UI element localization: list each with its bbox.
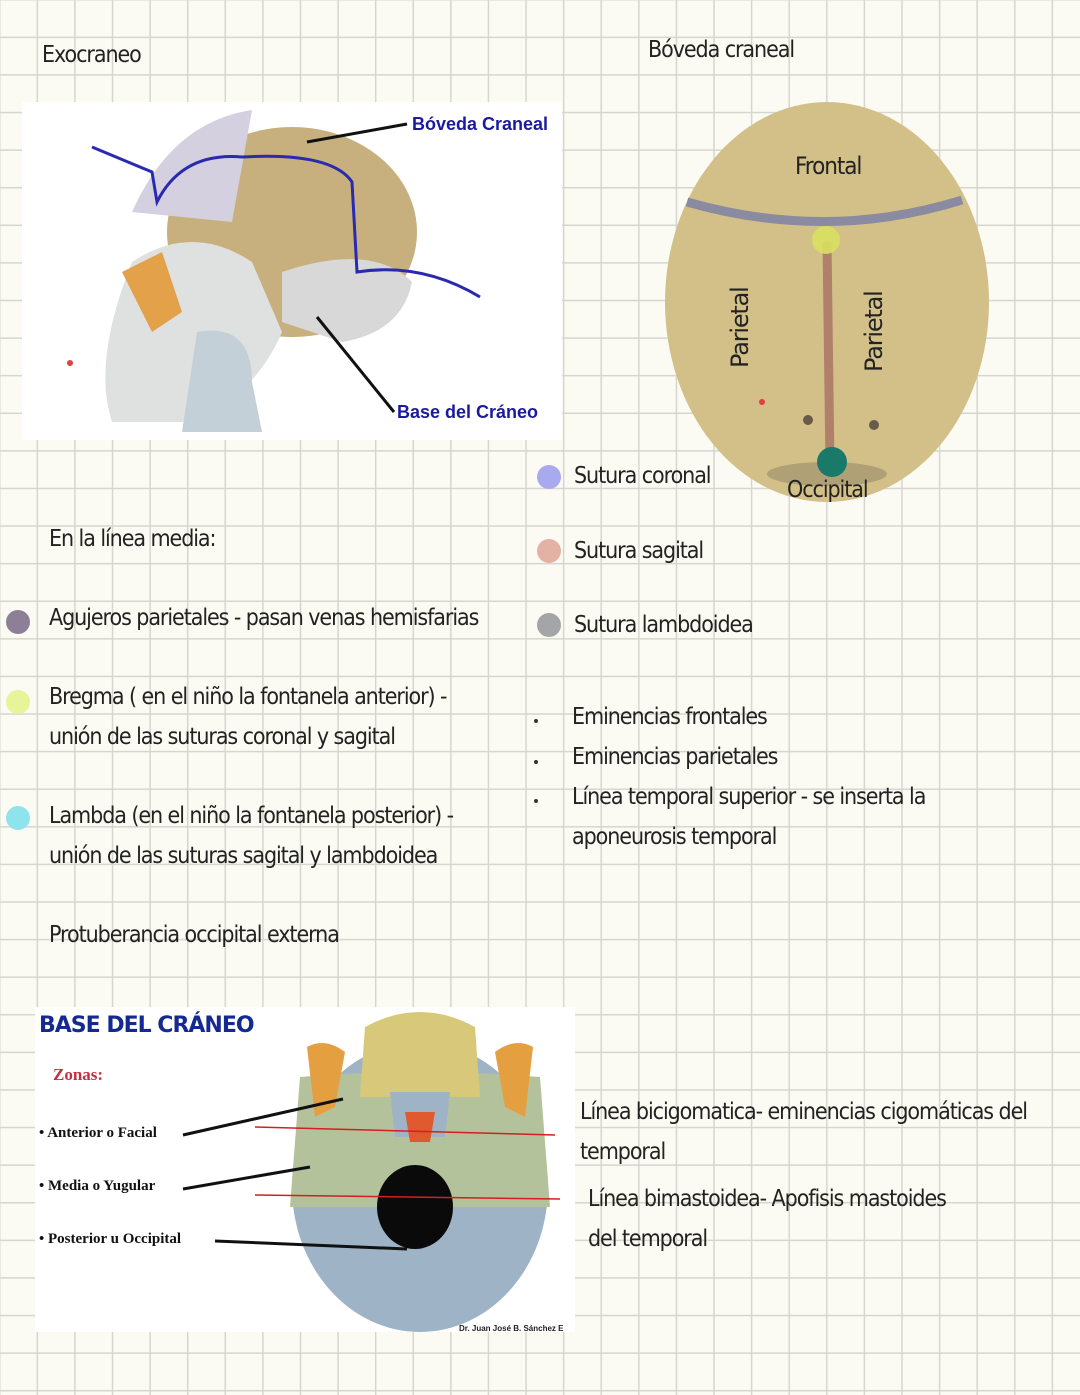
label-parietal-left: Parietal	[726, 287, 754, 368]
midline-text: Lambda (en el niño la fontanela posterio…	[49, 803, 454, 829]
midline-dot	[6, 806, 30, 830]
zona-item: • Anterior o Facial	[39, 1125, 157, 1141]
eminencia-item: Eminencias frontales	[572, 704, 768, 730]
bullet: •	[39, 1125, 48, 1141]
midline-dot	[6, 690, 30, 714]
legend-label: Sutura lambdoidea	[574, 612, 754, 638]
vault-skull-image: Frontal Parietal Parietal Occipital	[662, 82, 992, 503]
right-title: Bóveda craneal	[648, 37, 795, 63]
zonas-label: Zonas:	[53, 1065, 104, 1084]
label-base-del-craneo: Base del Cráneo	[397, 402, 539, 422]
bullet: •	[39, 1178, 49, 1194]
midline-text: unión de las suturas sagital y lambdoide…	[49, 843, 438, 869]
line-note: del temporal	[588, 1226, 708, 1252]
label-parietal-right: Parietal	[860, 291, 888, 372]
base-skull-image: BASE DEL CRÁNEO Zonas: • Anterior o Faci…	[35, 1007, 575, 1333]
midline-text: Bregma ( en el niño la fontanela anterio…	[49, 684, 447, 710]
line-note: Línea bicigomatica- eminencias cigomátic…	[580, 1099, 1028, 1125]
eminencia-item: aponeurosis temporal	[572, 824, 777, 850]
legend-dot-sagital	[537, 539, 561, 563]
lateral-skull-drawing	[67, 110, 481, 432]
base-skull-drawing	[182, 1012, 561, 1332]
zona-item: • Posterior u Occipital	[39, 1231, 182, 1247]
legend-label: Sutura coronal	[574, 463, 712, 489]
lateral-skull-image: Bóveda Craneal Base del Cráneo	[22, 102, 562, 440]
bullet	[534, 799, 538, 803]
midline-heading: En la línea media:	[49, 526, 217, 552]
line-note: temporal	[580, 1139, 666, 1165]
midline-text: Agujeros parietales - pasan venas hemisf…	[49, 605, 479, 631]
midline-text: unión de las suturas coronal y sagital	[49, 724, 396, 750]
label-occipital: Occipital	[787, 477, 869, 503]
bullet	[534, 719, 538, 723]
base-title: BASE DEL CRÁNEO	[39, 1013, 255, 1038]
midline-dot	[6, 610, 30, 634]
protuberancia-text: Protuberancia occipital externa	[49, 922, 340, 948]
zona-item: • Media o Yugular	[39, 1178, 156, 1194]
bullet	[534, 760, 538, 764]
eminencia-item: Línea temporal superior - se inserta la	[572, 784, 926, 810]
legend-label: Sutura sagital	[574, 538, 704, 564]
vault-skull-drawing	[665, 102, 989, 502]
bullet: •	[39, 1231, 49, 1247]
legend-dot-lambdoidea	[537, 613, 561, 637]
left-title: Exocraneo	[42, 42, 142, 68]
line-note: Línea bimastoidea- Apofisis mastoides	[588, 1186, 947, 1212]
eminencia-item: Eminencias parietales	[572, 744, 778, 770]
legend-dot-coronal	[537, 465, 561, 489]
credit: Dr. Juan José B. Sánchez E	[459, 1324, 564, 1333]
label-boveda-craneal: Bóveda Craneal	[412, 114, 549, 134]
label-frontal: Frontal	[795, 152, 862, 180]
